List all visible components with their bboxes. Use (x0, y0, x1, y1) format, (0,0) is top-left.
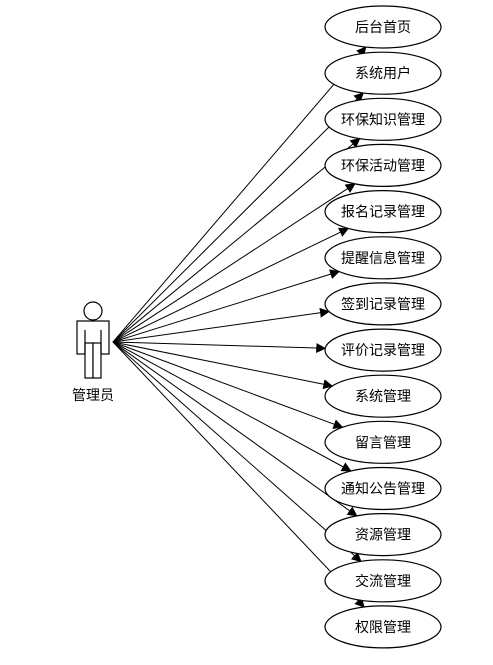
association-arrow (112, 341, 358, 517)
use-case[interactable]: 后台首页 (324, 5, 442, 49)
use-case[interactable]: 资源管理 (324, 512, 442, 557)
use-case-ellipse (324, 374, 442, 418)
use-case-label: 权限管理 (355, 620, 411, 636)
use-case-ellipse (324, 282, 442, 326)
use-case-ellipse (324, 466, 442, 511)
association-arrow (112, 307, 330, 343)
actor-head (83, 301, 103, 321)
use-case[interactable]: 签到记录管理 (324, 282, 442, 326)
use-case-label: 后台首页 (355, 20, 411, 36)
association-arrow (112, 341, 362, 563)
use-case-list: 后台首页系统用户环保知识管理环保活动管理报名记录管理提醒信息管理签到记录管理评价… (324, 5, 442, 649)
actor-admin[interactable]: 管理员 (72, 301, 114, 404)
use-case-label: 系统用户 (355, 65, 411, 82)
association-arrow (112, 227, 350, 343)
use-case-label: 通知公告管理 (341, 481, 425, 498)
use-case-ellipse (324, 559, 442, 603)
association-arrow (112, 92, 364, 343)
use-case-label: 环保活动管理 (341, 158, 425, 174)
use-case-ellipse (324, 190, 442, 234)
association-arrow (112, 341, 365, 608)
actor-label: 管理员 (72, 388, 114, 404)
use-case-label: 资源管理 (355, 528, 411, 544)
use-case-ellipse (324, 328, 442, 372)
use-case-label: 评价记录管理 (341, 343, 425, 359)
association-arrow (112, 137, 361, 343)
use-case[interactable]: 环保活动管理 (324, 143, 442, 187)
use-case-label: 提醒信息管理 (341, 250, 425, 267)
use-case-ellipse (324, 236, 442, 280)
use-case[interactable]: 权限管理 (324, 605, 442, 649)
use-case-label: 系统管理 (355, 389, 411, 405)
use-case-ellipse (324, 51, 442, 95)
use-case-ellipse (324, 420, 442, 464)
use-case-ellipse (324, 512, 442, 557)
association-arrow (112, 46, 367, 343)
use-case-ellipse (324, 143, 442, 187)
use-case[interactable]: 系统管理 (324, 374, 442, 418)
use-case-ellipse (324, 97, 442, 141)
use-case-ellipse (324, 605, 442, 649)
actor-left-leg (84, 342, 94, 379)
use-case[interactable]: 通知公告管理 (324, 466, 442, 511)
use-case[interactable]: 交流管理 (324, 559, 442, 603)
association-arrow (112, 269, 341, 343)
association-lines (112, 46, 367, 608)
association-arrow (112, 341, 327, 354)
association-arrow (112, 183, 356, 343)
use-case-label: 交流管理 (355, 573, 411, 590)
use-case-label: 签到记录管理 (341, 296, 425, 313)
use-case[interactable]: 环保知识管理 (324, 97, 442, 141)
association-arrow (112, 341, 352, 472)
use-case-label: 报名记录管理 (341, 205, 425, 221)
actor-right-leg (92, 342, 102, 379)
use-case[interactable]: 留言管理 (324, 420, 442, 464)
use-case[interactable]: 评价记录管理 (324, 328, 442, 372)
association-arrow (112, 341, 344, 429)
association-arrow (112, 341, 334, 390)
use-case[interactable]: 提醒信息管理 (324, 236, 442, 280)
use-case[interactable]: 系统用户 (324, 51, 442, 95)
use-case-ellipse (324, 5, 442, 49)
use-case[interactable]: 报名记录管理 (324, 190, 442, 234)
use-case-label: 留言管理 (355, 435, 411, 451)
use-case-label: 环保知识管理 (341, 111, 425, 128)
